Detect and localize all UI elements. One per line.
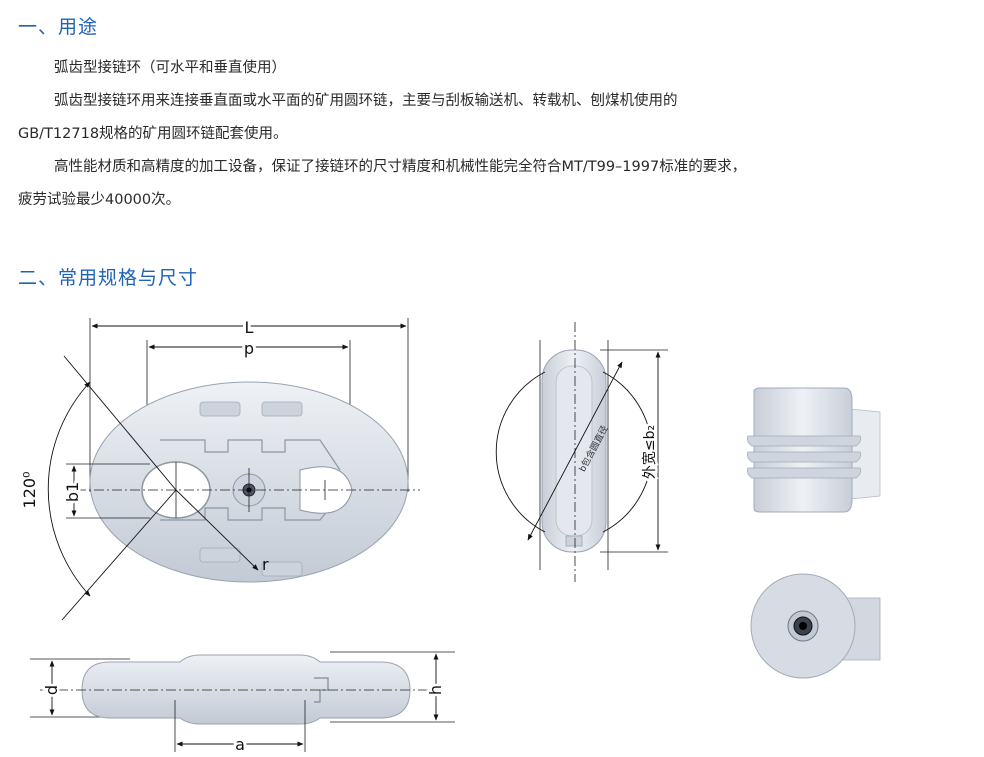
- label-a: a: [235, 735, 245, 754]
- section1-paragraph-1: 弧齿型接链环用来连接垂直面或水平面的矿用圆环链，主要与刮板输送机、转载机、刨煤机…: [18, 85, 958, 151]
- label-L: L: [245, 318, 254, 337]
- label-angle: 120⁰: [20, 472, 39, 509]
- label-outer-width: 外宽≤b₂: [641, 425, 658, 479]
- iso-view-side: [747, 387, 881, 513]
- section1-paragraph-2: 高性能材质和高精度的加工设备，保证了接链环的尺寸精度和机械性能完全符合MT/T9…: [18, 151, 958, 217]
- tooth-profile: [160, 439, 341, 521]
- para2-line1: 高性能材质和高精度的加工设备，保证了接链环的尺寸精度和机械性能完全符合MT/T9…: [54, 159, 747, 175]
- front-view: L p 120⁰ b1 r: [20, 315, 420, 621]
- label-d: d: [42, 685, 61, 695]
- label-p: p: [244, 339, 254, 358]
- side-view: b包含圆直径 外宽≤b₂: [495, 322, 668, 582]
- iso-view-end: [750, 573, 881, 679]
- label-b1: b1: [63, 482, 82, 502]
- para2-line2: 疲劳试验最少40000次。: [18, 192, 181, 208]
- section2-title: 二、常用规格与尺寸: [18, 267, 199, 289]
- angle-arc: [47, 381, 91, 597]
- bottom-view: d h a: [30, 651, 455, 757]
- section1-subtitle: 弧齿型接链环（可水平和垂直使用）: [54, 60, 286, 76]
- diameter-line: [527, 361, 623, 541]
- para1-line2: GB/T12718规格的矿用圆环链配套使用。: [18, 126, 288, 142]
- label-h: h: [426, 685, 445, 695]
- label-r: r: [262, 555, 269, 574]
- para1-line1: 弧齿型接链环用来连接垂直面或水平面的矿用圆环链，主要与刮板输送机、转载机、刨煤机…: [54, 93, 678, 109]
- link-side-body: [81, 654, 411, 725]
- section1-title: 一、用途: [18, 16, 99, 38]
